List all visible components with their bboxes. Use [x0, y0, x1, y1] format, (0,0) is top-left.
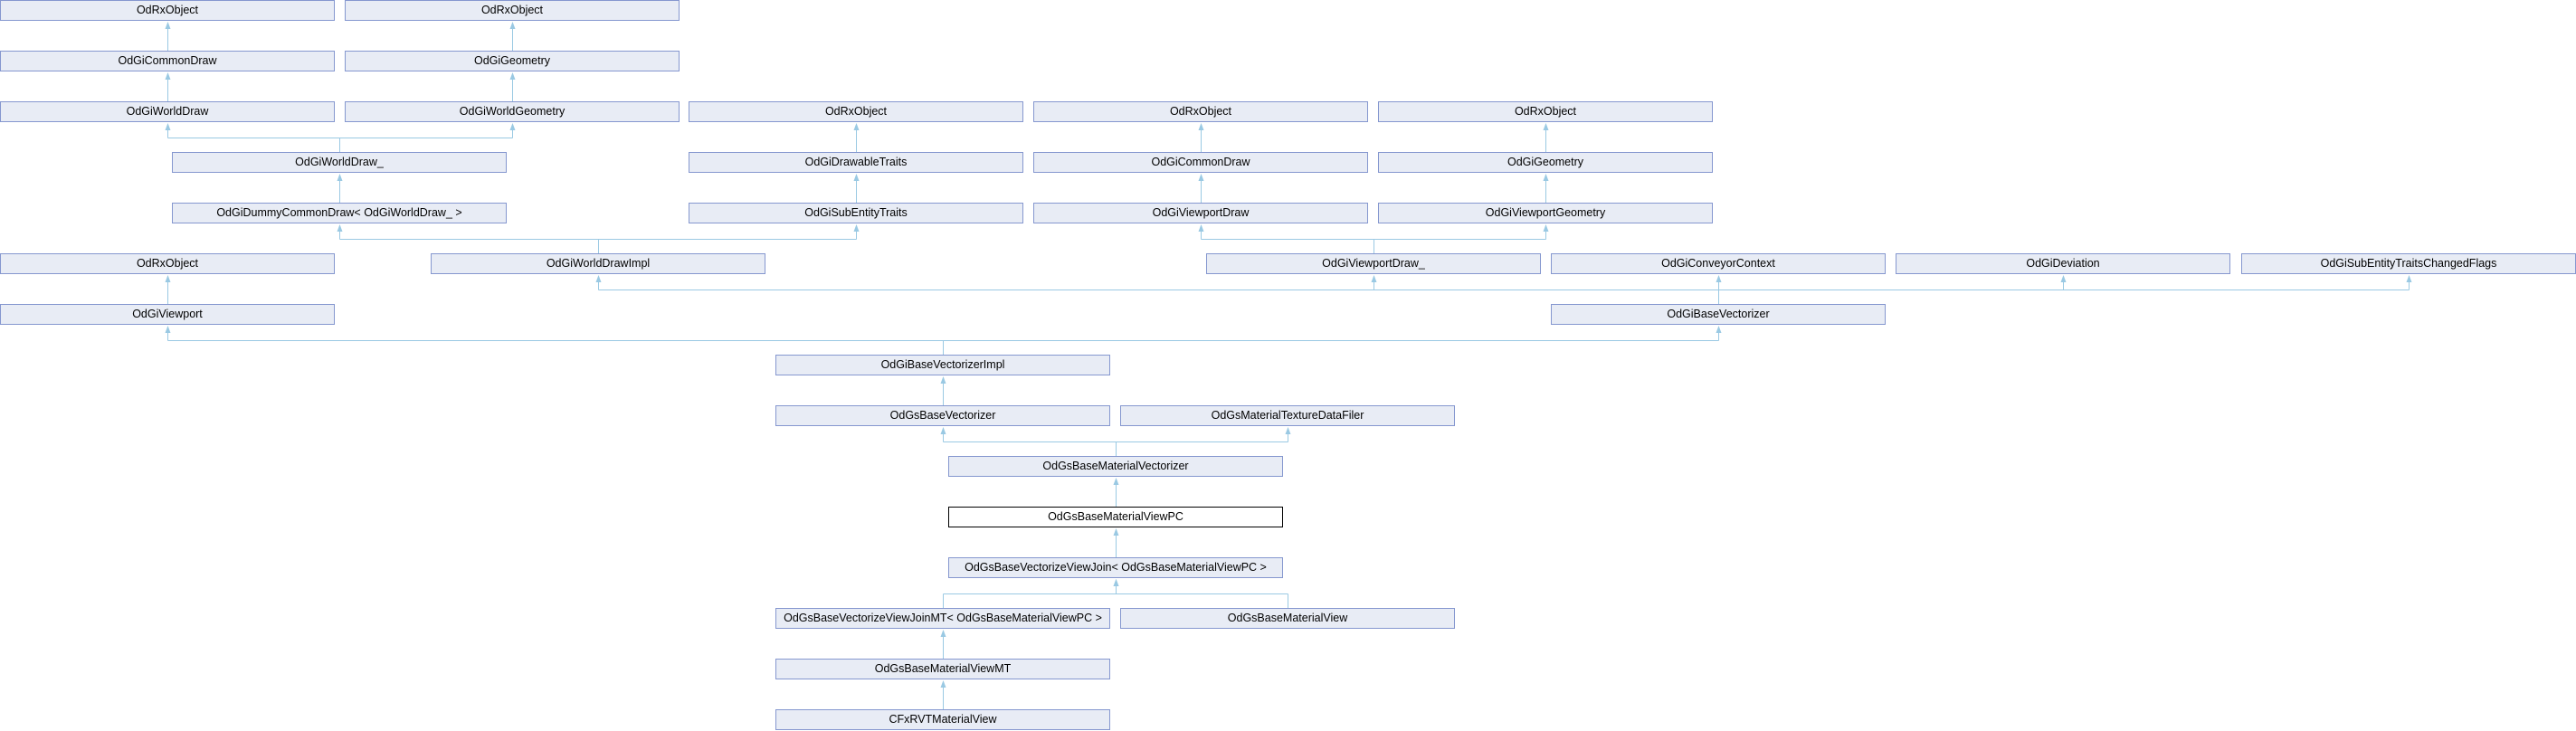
class-node-odgisubentitytraitschangedflags[interactable]: OdGiSubEntityTraitsChangedFlags — [2241, 253, 2576, 274]
class-node-odgsbasevectorizeviewjoinmt-odgsbasematerialviewpc[interactable]: OdGsBaseVectorizeViewJoinMT< OdGsBaseMat… — [775, 608, 1110, 629]
class-node-odgiconveyorcontext[interactable]: OdGiConveyorContext — [1551, 253, 1886, 274]
class-node-odgsbasevectorizeviewjoin-odgsbasematerialviewpc[interactable]: OdGsBaseVectorizeViewJoin< OdGsBaseMater… — [948, 557, 1283, 578]
class-node-odrxobject[interactable]: OdRxObject — [0, 253, 335, 274]
class-node-odgidummycommondraw-odgiworlddraw[interactable]: OdGiDummyCommonDraw< OdGiWorldDraw_ > — [172, 203, 507, 223]
class-node-odgiworlddraw[interactable]: OdGiWorldDraw_ — [172, 152, 507, 173]
arrowhead-icon — [165, 22, 171, 29]
class-node-odgiworlddrawimpl[interactable]: OdGiWorldDrawImpl — [431, 253, 765, 274]
arrowhead-icon — [165, 123, 171, 130]
class-node-odgisubentitytraits[interactable]: OdGiSubEntityTraits — [689, 203, 1023, 223]
arrowhead-icon — [509, 22, 516, 29]
class-node-odgiviewport[interactable]: OdGiViewport — [0, 304, 335, 325]
arrowhead-icon — [940, 680, 946, 688]
arrowhead-icon — [1113, 478, 1119, 485]
arrowhead-icon — [1198, 174, 1204, 181]
arrowhead-icon — [2406, 275, 2412, 282]
arrowhead-icon — [853, 174, 860, 181]
class-node-odgsbasematerialvectorizer[interactable]: OdGsBaseMaterialVectorizer — [948, 456, 1283, 477]
class-node-odgicommondraw[interactable]: OdGiCommonDraw — [0, 51, 335, 71]
arrowhead-icon — [1113, 528, 1119, 536]
arrowhead-icon — [1543, 174, 1549, 181]
class-node-odrxobject[interactable]: OdRxObject — [1033, 101, 1368, 122]
arrowhead-icon — [1198, 224, 1204, 232]
arrowhead-icon — [1371, 275, 1377, 282]
class-node-odgsbasematerialviewpc[interactable]: OdGsBaseMaterialViewPC — [948, 507, 1283, 527]
class-node-odgigeometry[interactable]: OdGiGeometry — [1378, 152, 1713, 173]
arrowhead-icon — [940, 427, 946, 434]
class-node-odgiviewportgeometry[interactable]: OdGiViewportGeometry — [1378, 203, 1713, 223]
arrowhead-icon — [853, 224, 860, 232]
arrowhead-icon — [165, 326, 171, 333]
class-node-odrxobject[interactable]: OdRxObject — [345, 0, 680, 21]
arrowhead-icon — [165, 72, 171, 80]
arrowhead-icon — [337, 224, 343, 232]
arrowhead-icon — [1716, 326, 1722, 333]
class-node-odgicommondraw[interactable]: OdGiCommonDraw — [1033, 152, 1368, 173]
arrowhead-icon — [940, 376, 946, 384]
arrowhead-icon — [509, 72, 516, 80]
class-node-odgibasevectorizer[interactable]: OdGiBaseVectorizer — [1551, 304, 1886, 325]
arrowhead-icon — [1543, 224, 1549, 232]
arrowhead-icon — [2060, 275, 2067, 282]
arrowhead-icon — [337, 174, 343, 181]
class-node-odgsbasematerialview[interactable]: OdGsBaseMaterialView — [1120, 608, 1455, 629]
class-node-odgigeometry[interactable]: OdGiGeometry — [345, 51, 680, 71]
arrowhead-icon — [940, 630, 946, 637]
class-node-odgibasevectorizerimpl[interactable]: OdGiBaseVectorizerImpl — [775, 355, 1110, 375]
class-node-odgidrawabletraits[interactable]: OdGiDrawableTraits — [689, 152, 1023, 173]
arrowhead-icon — [1113, 579, 1119, 586]
arrowhead-icon — [1198, 123, 1204, 130]
class-node-odgsbasematerialviewmt[interactable]: OdGsBaseMaterialViewMT — [775, 659, 1110, 679]
class-node-odgiviewportdraw[interactable]: OdGiViewportDraw — [1033, 203, 1368, 223]
class-node-odgsbasevectorizer[interactable]: OdGsBaseVectorizer — [775, 405, 1110, 426]
class-node-odgideviation[interactable]: OdGiDeviation — [1896, 253, 2230, 274]
arrowhead-icon — [165, 275, 171, 282]
class-node-odgiviewportdraw[interactable]: OdGiViewportDraw_ — [1206, 253, 1541, 274]
class-node-odrxobject[interactable]: OdRxObject — [1378, 101, 1713, 122]
arrowhead-icon — [1285, 427, 1291, 434]
class-node-odrxobject[interactable]: OdRxObject — [0, 0, 335, 21]
arrowhead-icon — [1543, 123, 1549, 130]
arrowhead-icon — [853, 123, 860, 130]
arrowhead-icon — [1716, 275, 1722, 282]
class-node-odrxobject[interactable]: OdRxObject — [689, 101, 1023, 122]
arrowhead-icon — [509, 123, 516, 130]
arrowhead-icon — [595, 275, 602, 282]
class-node-odgsmaterialtexturedatafiler[interactable]: OdGsMaterialTextureDataFiler — [1120, 405, 1455, 426]
class-node-odgiworlddraw[interactable]: OdGiWorldDraw — [0, 101, 335, 122]
class-node-odgiworldgeometry[interactable]: OdGiWorldGeometry — [345, 101, 680, 122]
class-node-cfxrvtmaterialview[interactable]: CFxRVTMaterialView — [775, 709, 1110, 730]
